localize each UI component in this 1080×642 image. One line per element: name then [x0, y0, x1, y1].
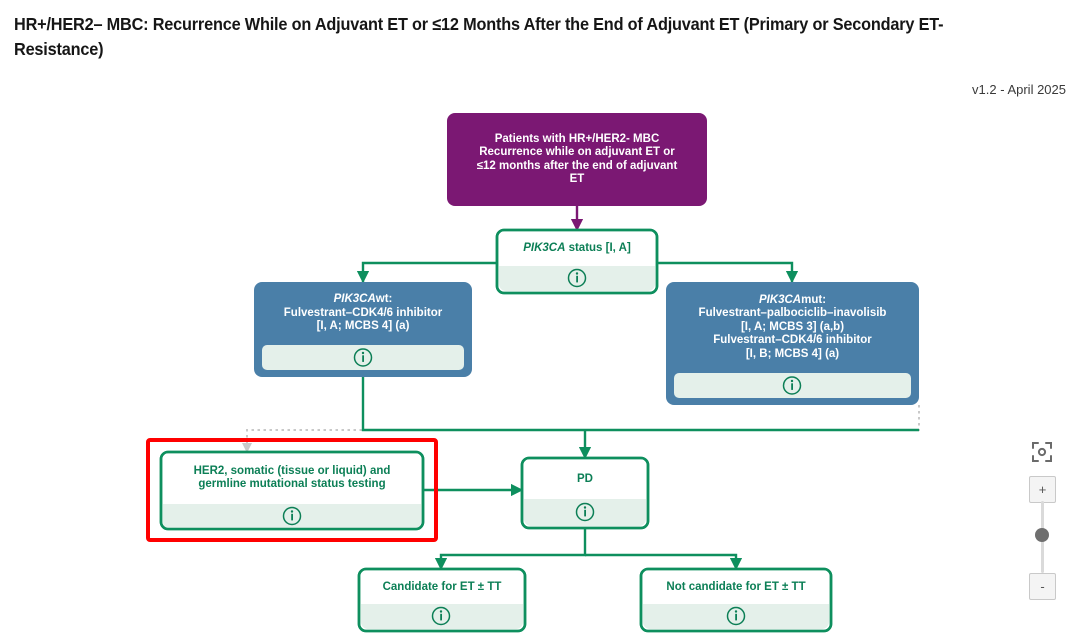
node-pik3ca-wt-line-1: Fulvestrant–CDK4/6 inhibitor [283, 306, 443, 319]
node-pik3ca-status[interactable]: PIK3CA status [I, A] [495, 228, 659, 295]
node-patients-line-1: Patients with HR+/HER2- MBC [494, 132, 660, 145]
node-her2-testing-outline [159, 450, 425, 531]
node-pik3ca-wt-text: PIK3CAwt: Fulvestrant–CDK4/6 inhibitor [… [254, 285, 472, 342]
node-patients-line-3: ≤12 months after the end of adjuvant [476, 159, 678, 172]
node-not-candidate-text: Not candidate for ET ± TT [641, 571, 831, 604]
node-pik3ca-status-gene: PIK3CA [523, 242, 566, 255]
node-pd-text: PD [522, 460, 648, 499]
fit-to-screen-icon[interactable] [1028, 438, 1056, 466]
edge-pd-to-candidate [434, 528, 587, 571]
node-candidate-text: Candidate for ET ± TT [359, 571, 525, 604]
node-pik3ca-status-outline [495, 228, 659, 295]
node-pd-label: PD [577, 472, 593, 485]
node-her2-testing-text: HER2, somatic (tissue or liquid) and ger… [161, 454, 423, 502]
node-patients-line-2: Recurrence while on adjuvant ET or [479, 146, 675, 158]
node-pik3ca-wt-rest: wt: [375, 293, 393, 306]
node-candidate-label: Candidate for ET ± TT [382, 580, 502, 593]
node-candidate-info-icon[interactable] [431, 606, 451, 626]
node-her2-testing[interactable]: HER2, somatic (tissue or liquid) and ger… [146, 438, 438, 542]
node-her2-testing-line-1: HER2, somatic (tissue or liquid) and [193, 464, 391, 477]
flowchart-svg: Patients with HR+/HER2- MBC Recurrence w… [146, 113, 920, 633]
zoom-in-button[interactable]: + [1029, 476, 1056, 503]
edge-dotted-to-her2-testing [242, 405, 920, 453]
node-patients-text: Patients with HR+/HER2- MBC Recurrence w… [447, 113, 707, 206]
fit-to-screen-glyph [1032, 442, 1052, 462]
node-her2-testing-info-icon[interactable] [282, 506, 302, 526]
node-pik3ca-mut-gene: PIK3CA [758, 293, 802, 306]
node-pik3ca-mut-line-3: Fulvestrant–CDK4/6 inhibitor [713, 334, 872, 347]
node-pik3ca-wt[interactable]: PIK3CAwt: Fulvestrant–CDK4/6 inhibitor [… [254, 282, 472, 377]
node-candidate-outline [357, 567, 527, 633]
view-controls[interactable]: + - [1026, 438, 1062, 600]
node-not-candidate-outline [639, 567, 833, 633]
edge-status-to-pik3ca-mut [657, 261, 799, 284]
node-patients-box[interactable] [447, 113, 707, 206]
node-pik3ca-wt-line-2: [I, A; MCBS 4] (a) [316, 320, 410, 333]
page-title: HR+/HER2– MBC: Recurrence While on Adjuv… [14, 14, 944, 59]
node-pik3ca-status-text: PIK3CA status [I, A] [497, 232, 657, 266]
node-her2-testing-line-2: germline mutational status testing [198, 478, 386, 490]
edge-status-to-pik3ca-wt [356, 261, 497, 284]
node-pik3ca-wt-info-icon[interactable] [353, 348, 373, 367]
node-not-candidate-info-icon[interactable] [726, 606, 746, 626]
node-pik3ca-mut-rest: mut: [801, 293, 827, 306]
node-pik3ca-mut-text: PIK3CAmut: Fulvestrant–palbociclib–inavo… [666, 285, 919, 370]
node-pik3ca-wt-gene: PIK3CA [333, 293, 376, 306]
node-pd-info-icon[interactable] [575, 502, 595, 522]
node-pik3ca-mut-line-2: [I, A; MCBS 3] (a,b) [740, 320, 845, 333]
node-pik3ca-mut-info-icon[interactable] [782, 376, 802, 395]
node-patients[interactable]: Patients with HR+/HER2- MBC Recurrence w… [447, 113, 707, 206]
zoom-slider[interactable]: + - [1026, 476, 1058, 600]
node-pd[interactable]: PD [520, 456, 650, 530]
edge-pd-to-not-candidate [585, 553, 743, 571]
node-pd-outline [520, 456, 650, 530]
node-not-candidate[interactable]: Not candidate for ET ± TT [639, 567, 833, 633]
node-her2-testing-selection-outline [146, 438, 438, 542]
edge-pik3ca-wt-to-pd [361, 377, 585, 432]
node-pik3ca-status-rest: status [I, A] [565, 242, 631, 255]
flowchart-canvas[interactable]: Patients with HR+/HER2- MBC Recurrence w… [0, 100, 1080, 642]
zoom-slider-handle[interactable] [1035, 528, 1049, 542]
node-patients-line-4: ET [569, 173, 585, 185]
zoom-out-button[interactable]: - [1029, 573, 1056, 600]
node-candidate[interactable]: Candidate for ET ± TT [357, 567, 527, 633]
node-pik3ca-status-info-icon[interactable] [567, 268, 587, 288]
node-pik3ca-mut[interactable]: PIK3CAmut: Fulvestrant–palbociclib–inavo… [666, 282, 919, 405]
node-pik3ca-mut-line-4: [I, B; MCBS 4] (a) [745, 347, 840, 360]
node-not-candidate-label: Not candidate for ET ± TT [666, 580, 806, 593]
version-label: v1.2 - April 2025 [972, 82, 1066, 97]
node-pik3ca-mut-line-1: Fulvestrant–palbociclib–inavolisib [698, 307, 887, 320]
